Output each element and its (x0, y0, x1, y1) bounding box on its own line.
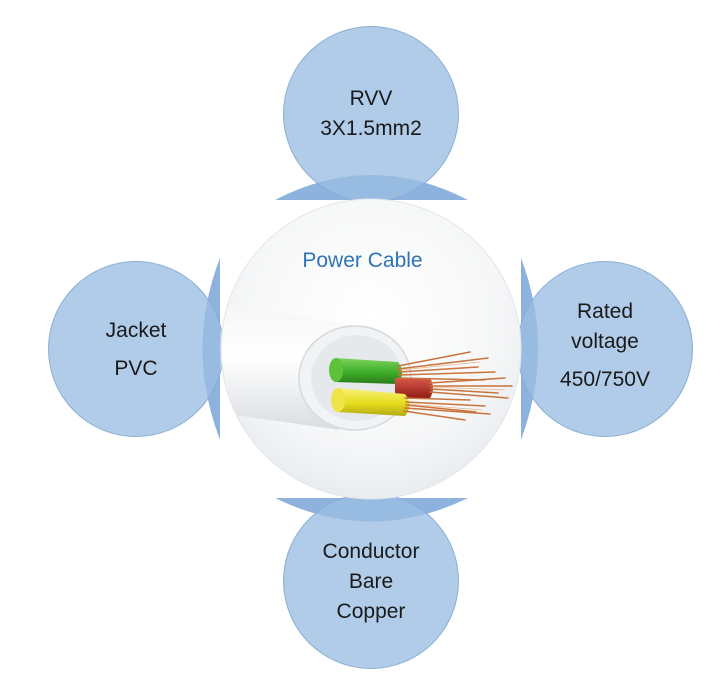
left-line-1: Jacket (105, 319, 167, 342)
red-wire (395, 378, 433, 398)
bottom-bubble (283, 493, 459, 669)
copper-strands (397, 351, 513, 421)
cable-body (222, 300, 513, 431)
center-title: Power Cable (302, 249, 423, 272)
left-bubble (48, 261, 224, 437)
right-bubble-text: Rated voltage 450/750V (517, 297, 693, 395)
right-line-1: Rated (576, 300, 634, 323)
green-wire-end (329, 358, 343, 382)
top-bubble-text: RVV 3X1.5mm2 (283, 84, 459, 144)
top-line-2: 3X1.5mm2 (320, 117, 422, 140)
right-bubble (517, 261, 693, 437)
left-line-2: PVC (114, 357, 158, 380)
yellow-wire (337, 388, 410, 416)
right-line-2: voltage (571, 330, 639, 353)
top-bubble (283, 26, 459, 202)
left-bubble-text: Jacket PVC (48, 312, 224, 388)
bottom-line-2: Bare (348, 570, 394, 593)
yellow-wire-end (331, 388, 345, 412)
bottom-line-1: Conductor (322, 540, 420, 563)
right-line-3: 450/750V (560, 368, 650, 391)
top-line-1: RVV (349, 87, 393, 110)
green-wire (335, 358, 402, 384)
bottom-line-3: Copper (336, 600, 406, 623)
bottom-bubble-text: Conductor Bare Copper (283, 537, 459, 627)
